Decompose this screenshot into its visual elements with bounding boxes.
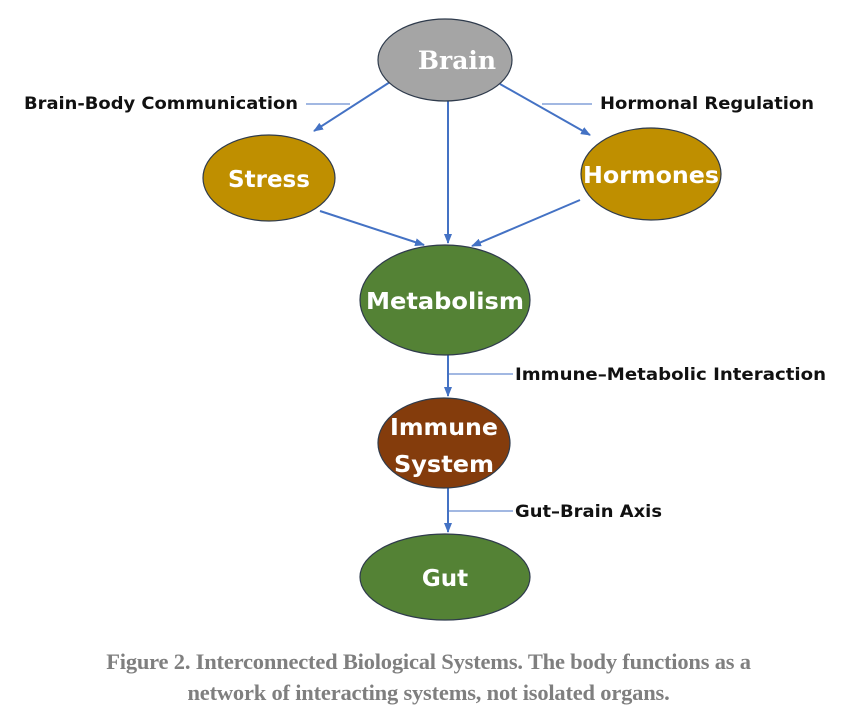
node-immune-label-line2: System [394, 452, 494, 478]
node-brain-label: Brain [418, 46, 496, 75]
node-hormones-shape [580, 127, 722, 221]
node-gut: Gut [359, 533, 531, 621]
node-brain-shape [377, 18, 513, 102]
node-metabolism: Metabolism [359, 244, 531, 356]
node-hormones: Hormones [580, 127, 722, 221]
caption-line-2: network of interacting systems, not isol… [187, 680, 670, 705]
node-immune-shape [377, 397, 511, 489]
node-metabolism-label: Metabolism [366, 289, 524, 315]
node-stress: Stress [202, 134, 336, 222]
label-immune-metabolic-interaction: Immune–Metabolic Interaction [515, 365, 826, 385]
edges [313, 81, 591, 533]
label-gut-brain-axis: Gut–Brain Axis [515, 502, 662, 522]
node-stress-shape [202, 134, 336, 222]
diagram-canvas: Brain Stress Hormones Metabolism Immune … [24, 18, 826, 621]
edge-brain-to-stress [313, 81, 391, 132]
node-brain: Brain [377, 18, 513, 102]
edge-brain-to-hormones [499, 83, 591, 136]
node-gut-label: Gut [422, 566, 468, 592]
caption-line-1: Figure 2. Interconnected Biological Syst… [106, 649, 751, 674]
figure-caption: Figure 2. Interconnected Biological Syst… [0, 646, 857, 708]
node-immune-system: Immune System [377, 397, 511, 489]
edge-hormones-to-metabolism [471, 199, 581, 247]
edge-stress-to-metabolism [319, 210, 425, 247]
label-hormonal-regulation: Hormonal Regulation [600, 94, 814, 114]
node-gut-shape [359, 533, 531, 621]
label-brain-body-communication: Brain-Body Communication [24, 94, 298, 114]
callout-lines [306, 103, 592, 512]
node-stress-label: Stress [228, 167, 310, 193]
node-metabolism-shape [359, 244, 531, 356]
node-immune-label-line1: Immune [390, 415, 498, 441]
node-hormones-label: Hormones [583, 163, 719, 189]
